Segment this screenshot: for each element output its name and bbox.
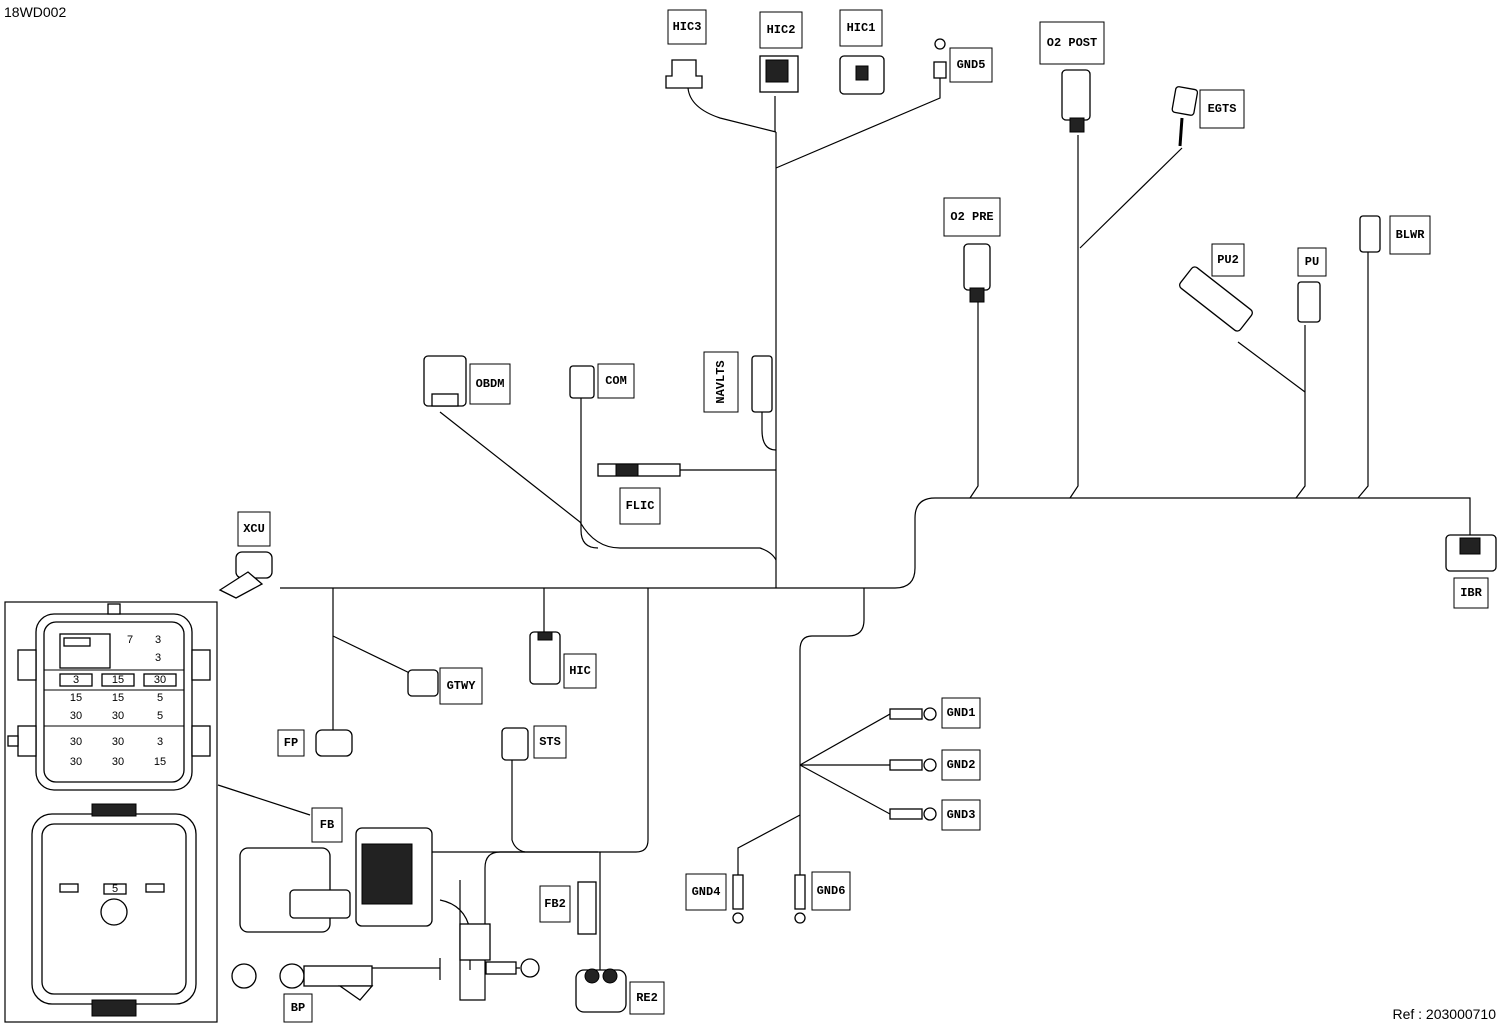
svg-text:O2 POST: O2 POST — [1047, 36, 1097, 50]
fuse-label: 15 — [154, 756, 166, 768]
svg-text:COM: COM — [605, 374, 627, 388]
label-egts: EGTS — [1199, 89, 1245, 129]
label-gnd6: GND6 — [811, 871, 851, 911]
fuse-label: 30 — [112, 736, 124, 748]
svg-text:PU2: PU2 — [1217, 253, 1239, 267]
svg-text:OBDM: OBDM — [476, 377, 505, 391]
svg-text:O2 PRE: O2 PRE — [950, 210, 993, 224]
label-gnd5: GND5 — [949, 47, 993, 83]
svg-text:RE2: RE2 — [636, 991, 658, 1005]
svg-text:FB: FB — [320, 818, 334, 832]
fuse-label: 5 — [157, 692, 163, 704]
fuse-row-e: 30 30 15 — [70, 756, 166, 768]
label-gnd4: GND4 — [685, 873, 727, 911]
cover-fuse-label: 5 — [112, 883, 118, 895]
label-flic: FLIC — [619, 487, 661, 525]
svg-text:GND4: GND4 — [692, 885, 721, 899]
label-pu: PU — [1297, 247, 1327, 277]
svg-text:STS: STS — [539, 735, 561, 749]
fuse-row-d: 30 30 3 — [70, 736, 163, 748]
fuse-box: 3 15 30 15 15 5 30 30 5 30 30 3 30 30 15… — [4, 601, 218, 1023]
svg-text:GND3: GND3 — [947, 808, 976, 822]
fuse-label: 7 — [127, 634, 133, 646]
fuse-row-c: 30 30 5 — [70, 710, 163, 722]
label-bp: BP — [283, 993, 313, 1023]
connector-labels: HIC3 HIC2 HIC1 GND5 O2 POST EGTS O2 PRE … — [237, 9, 1489, 1023]
fuse-label: 3 — [157, 736, 163, 748]
label-o2-pre: O2 PRE — [943, 197, 1001, 237]
label-fp: FP — [277, 729, 305, 757]
label-fb: FB — [311, 807, 343, 843]
fuse-label: 30 — [112, 756, 124, 768]
svg-text:IBR: IBR — [1460, 586, 1482, 600]
fuse-top-right: 7 3 3 — [127, 634, 161, 664]
label-com: COM — [597, 363, 635, 399]
label-hic2: HIC2 — [759, 11, 803, 49]
label-re2: RE2 — [629, 981, 665, 1015]
label-hic3: HIC3 — [667, 9, 707, 45]
svg-text:NAVLTS: NAVLTS — [714, 360, 728, 403]
svg-text:HIC: HIC — [569, 664, 591, 678]
label-obdm: OBDM — [469, 363, 511, 405]
label-xcu: XCU — [237, 511, 271, 547]
label-hic: HIC — [563, 653, 597, 689]
svg-text:PU: PU — [1305, 255, 1319, 269]
fuse-label: 3 — [73, 674, 79, 686]
label-sts: STS — [533, 725, 567, 759]
label-gnd1: GND1 — [941, 697, 981, 729]
harness-wires — [217, 72, 1471, 1001]
fuse-label: 30 — [70, 756, 82, 768]
fuse-row-a: 3 15 30 — [59, 673, 177, 687]
fuse-label: 30 — [70, 710, 82, 722]
fuse-label: 30 — [154, 674, 166, 686]
reference-number: Ref : 203000710 — [1392, 1006, 1496, 1022]
fuse-label: 3 — [155, 634, 161, 646]
svg-text:HIC3: HIC3 — [673, 20, 702, 34]
label-fb2: FB2 — [539, 885, 571, 923]
svg-text:XCU: XCU — [243, 522, 265, 536]
svg-text:FB2: FB2 — [544, 897, 566, 911]
fuse-label: 3 — [155, 652, 161, 664]
label-gnd3: GND3 — [941, 799, 981, 831]
document-id: 18WD002 — [4, 4, 67, 20]
label-blwr: BLWR — [1389, 215, 1431, 255]
svg-text:GND2: GND2 — [947, 758, 976, 772]
svg-text:EGTS: EGTS — [1208, 102, 1237, 116]
label-hic1: HIC1 — [839, 9, 883, 47]
svg-text:FP: FP — [284, 736, 298, 750]
svg-text:FLIC: FLIC — [626, 499, 655, 513]
svg-text:HIC1: HIC1 — [847, 21, 876, 35]
svg-text:BP: BP — [291, 1001, 305, 1015]
svg-text:BLWR: BLWR — [1396, 228, 1426, 242]
label-gtwy: GTWY — [439, 667, 483, 705]
fuse-label: 5 — [157, 710, 163, 722]
svg-text:GND1: GND1 — [947, 706, 976, 720]
svg-text:GTWY: GTWY — [447, 679, 477, 693]
svg-text:HIC2: HIC2 — [767, 23, 796, 37]
svg-text:GND5: GND5 — [957, 58, 986, 72]
label-navlts: NAVLTS — [703, 351, 739, 413]
fuse-label: 15 — [70, 692, 82, 704]
label-ibr: IBR — [1453, 577, 1489, 609]
svg-text:GND6: GND6 — [817, 884, 846, 898]
fuse-row-b: 15 15 5 — [70, 692, 163, 704]
fuse-label: 15 — [112, 674, 124, 686]
fuse-label: 30 — [70, 736, 82, 748]
fuse-label: 30 — [112, 710, 124, 722]
label-gnd2: GND2 — [941, 749, 981, 781]
connector-bodies — [218, 38, 1497, 1013]
fuse-label: 15 — [112, 692, 124, 704]
label-pu2: PU2 — [1211, 243, 1245, 277]
label-o2-post: O2 POST — [1039, 21, 1105, 65]
